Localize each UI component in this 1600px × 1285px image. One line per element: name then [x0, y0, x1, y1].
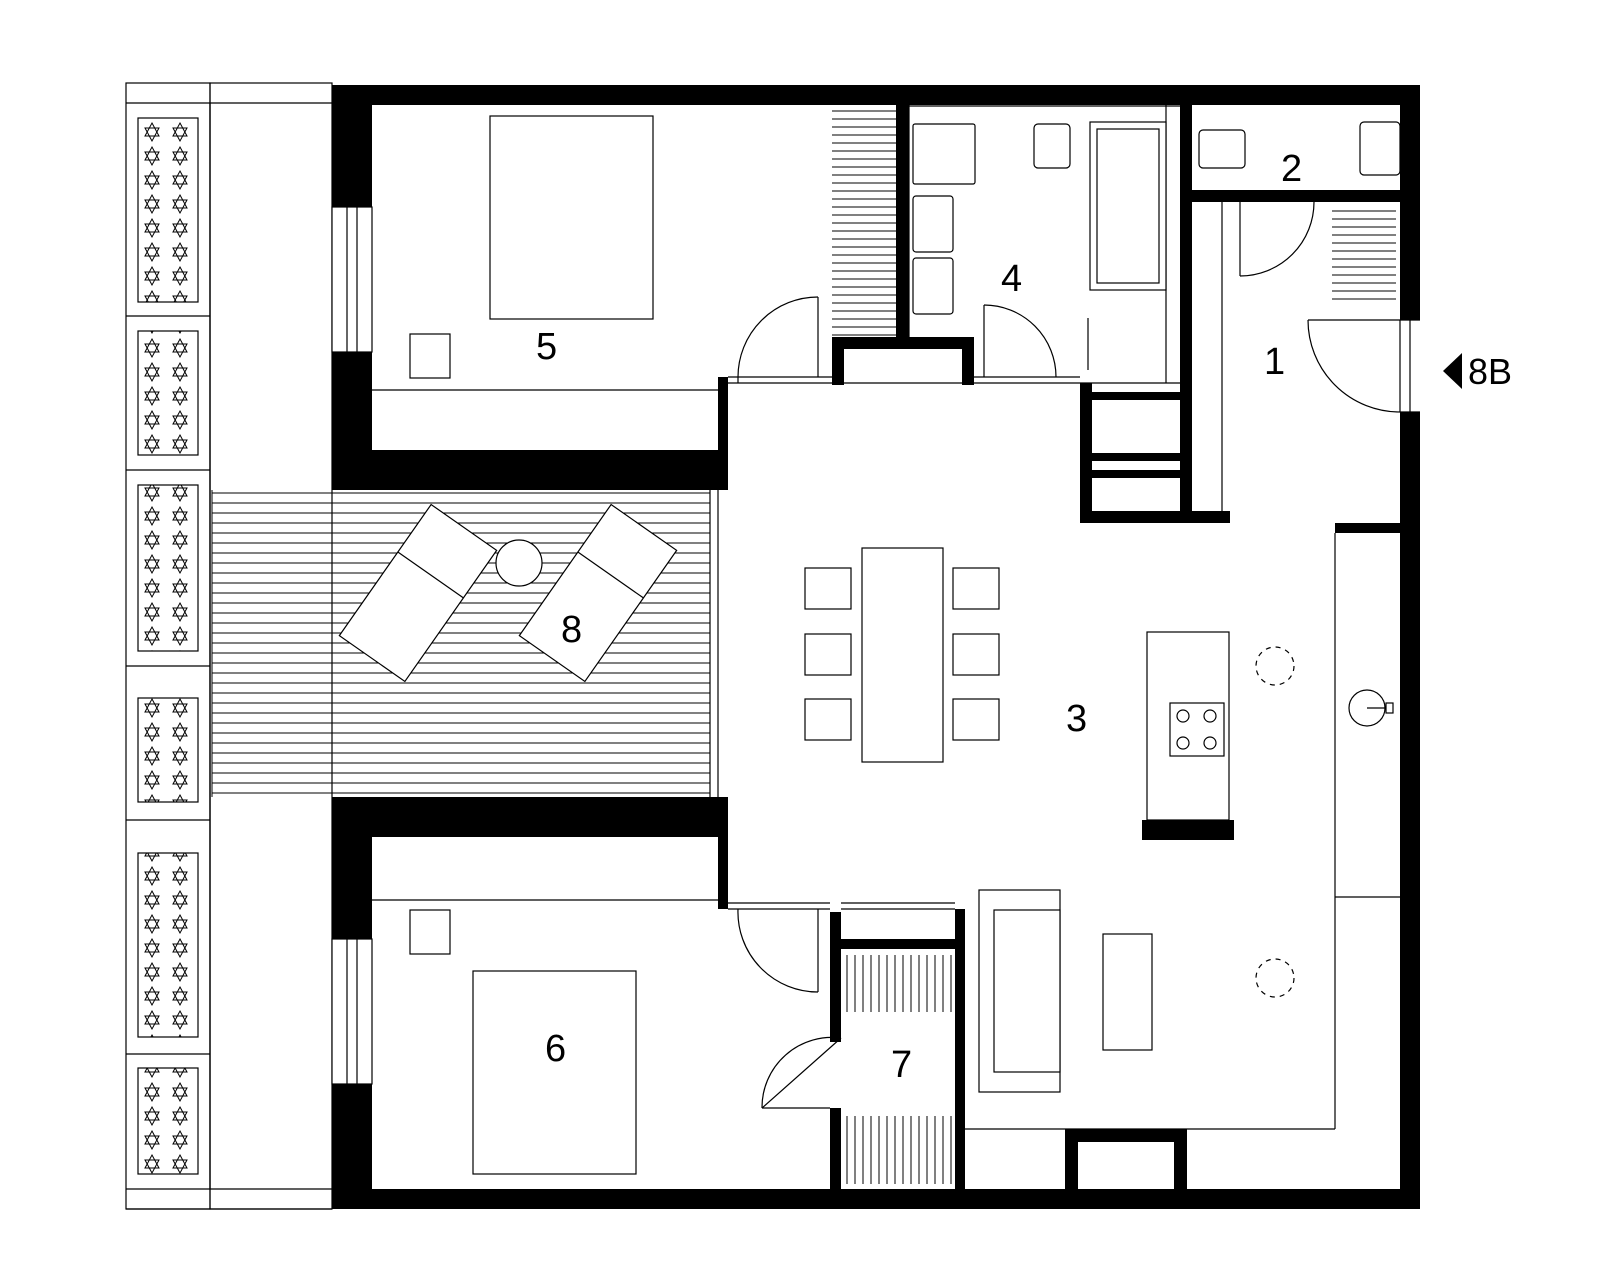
- chair: [804, 698, 852, 741]
- pillar-inner: [1078, 400, 1180, 1189]
- nightstand-5: [409, 333, 451, 379]
- terrace-edges: [709, 490, 719, 797]
- washbasin-2: [1359, 121, 1401, 176]
- room-number-8: 8: [561, 609, 582, 651]
- sun-lounger: [518, 503, 678, 683]
- chair: [952, 633, 1000, 676]
- entrance-label: 8B: [1468, 351, 1512, 392]
- shelf: [912, 257, 954, 315]
- room-number-5: 5: [536, 326, 557, 368]
- furniture: [372, 115, 1401, 1175]
- room-number-4: 4: [1001, 258, 1022, 300]
- bed-5: [489, 115, 654, 320]
- side-table: [495, 539, 543, 587]
- hatching: [832, 110, 1396, 1184]
- chair: [952, 567, 1000, 610]
- planter-box: [137, 697, 199, 803]
- lamps: [1255, 646, 1295, 998]
- room-number-7: 7: [891, 1044, 912, 1086]
- cooktop: [1169, 702, 1225, 757]
- sun-lounger: [338, 503, 498, 683]
- chair: [952, 698, 1000, 741]
- planter-box: [137, 1067, 199, 1175]
- window-bedroom-6: [331, 938, 373, 1085]
- toilet-2: [1198, 129, 1246, 169]
- ceiling-lamp: [1255, 958, 1295, 998]
- vanity: [912, 123, 976, 185]
- planter-boxes: [137, 117, 199, 1175]
- terrace-furniture: [338, 503, 678, 683]
- ceiling-lamp: [1255, 646, 1295, 686]
- planter-box: [137, 484, 199, 652]
- nightstand-6: [409, 909, 451, 955]
- planter-box: [137, 852, 199, 1038]
- doors: [737, 201, 1401, 1109]
- dining-table: [861, 547, 944, 763]
- toilet-4: [1033, 123, 1071, 169]
- coffee-table: [1102, 933, 1153, 1051]
- walls: [332, 85, 1420, 1209]
- room-number-6: 6: [545, 1028, 566, 1070]
- entrance-arrow-icon: [1443, 353, 1462, 389]
- window-bedroom-5: [331, 206, 373, 353]
- shelf: [912, 195, 954, 253]
- planter-box: [137, 330, 199, 456]
- chair: [804, 567, 852, 610]
- room-number-2: 2: [1281, 148, 1302, 190]
- chair: [804, 633, 852, 676]
- room-number-3: 3: [1066, 698, 1087, 740]
- room-number-1: 1: [1264, 341, 1285, 383]
- bed-6: [472, 970, 637, 1175]
- planter-box: [137, 117, 199, 303]
